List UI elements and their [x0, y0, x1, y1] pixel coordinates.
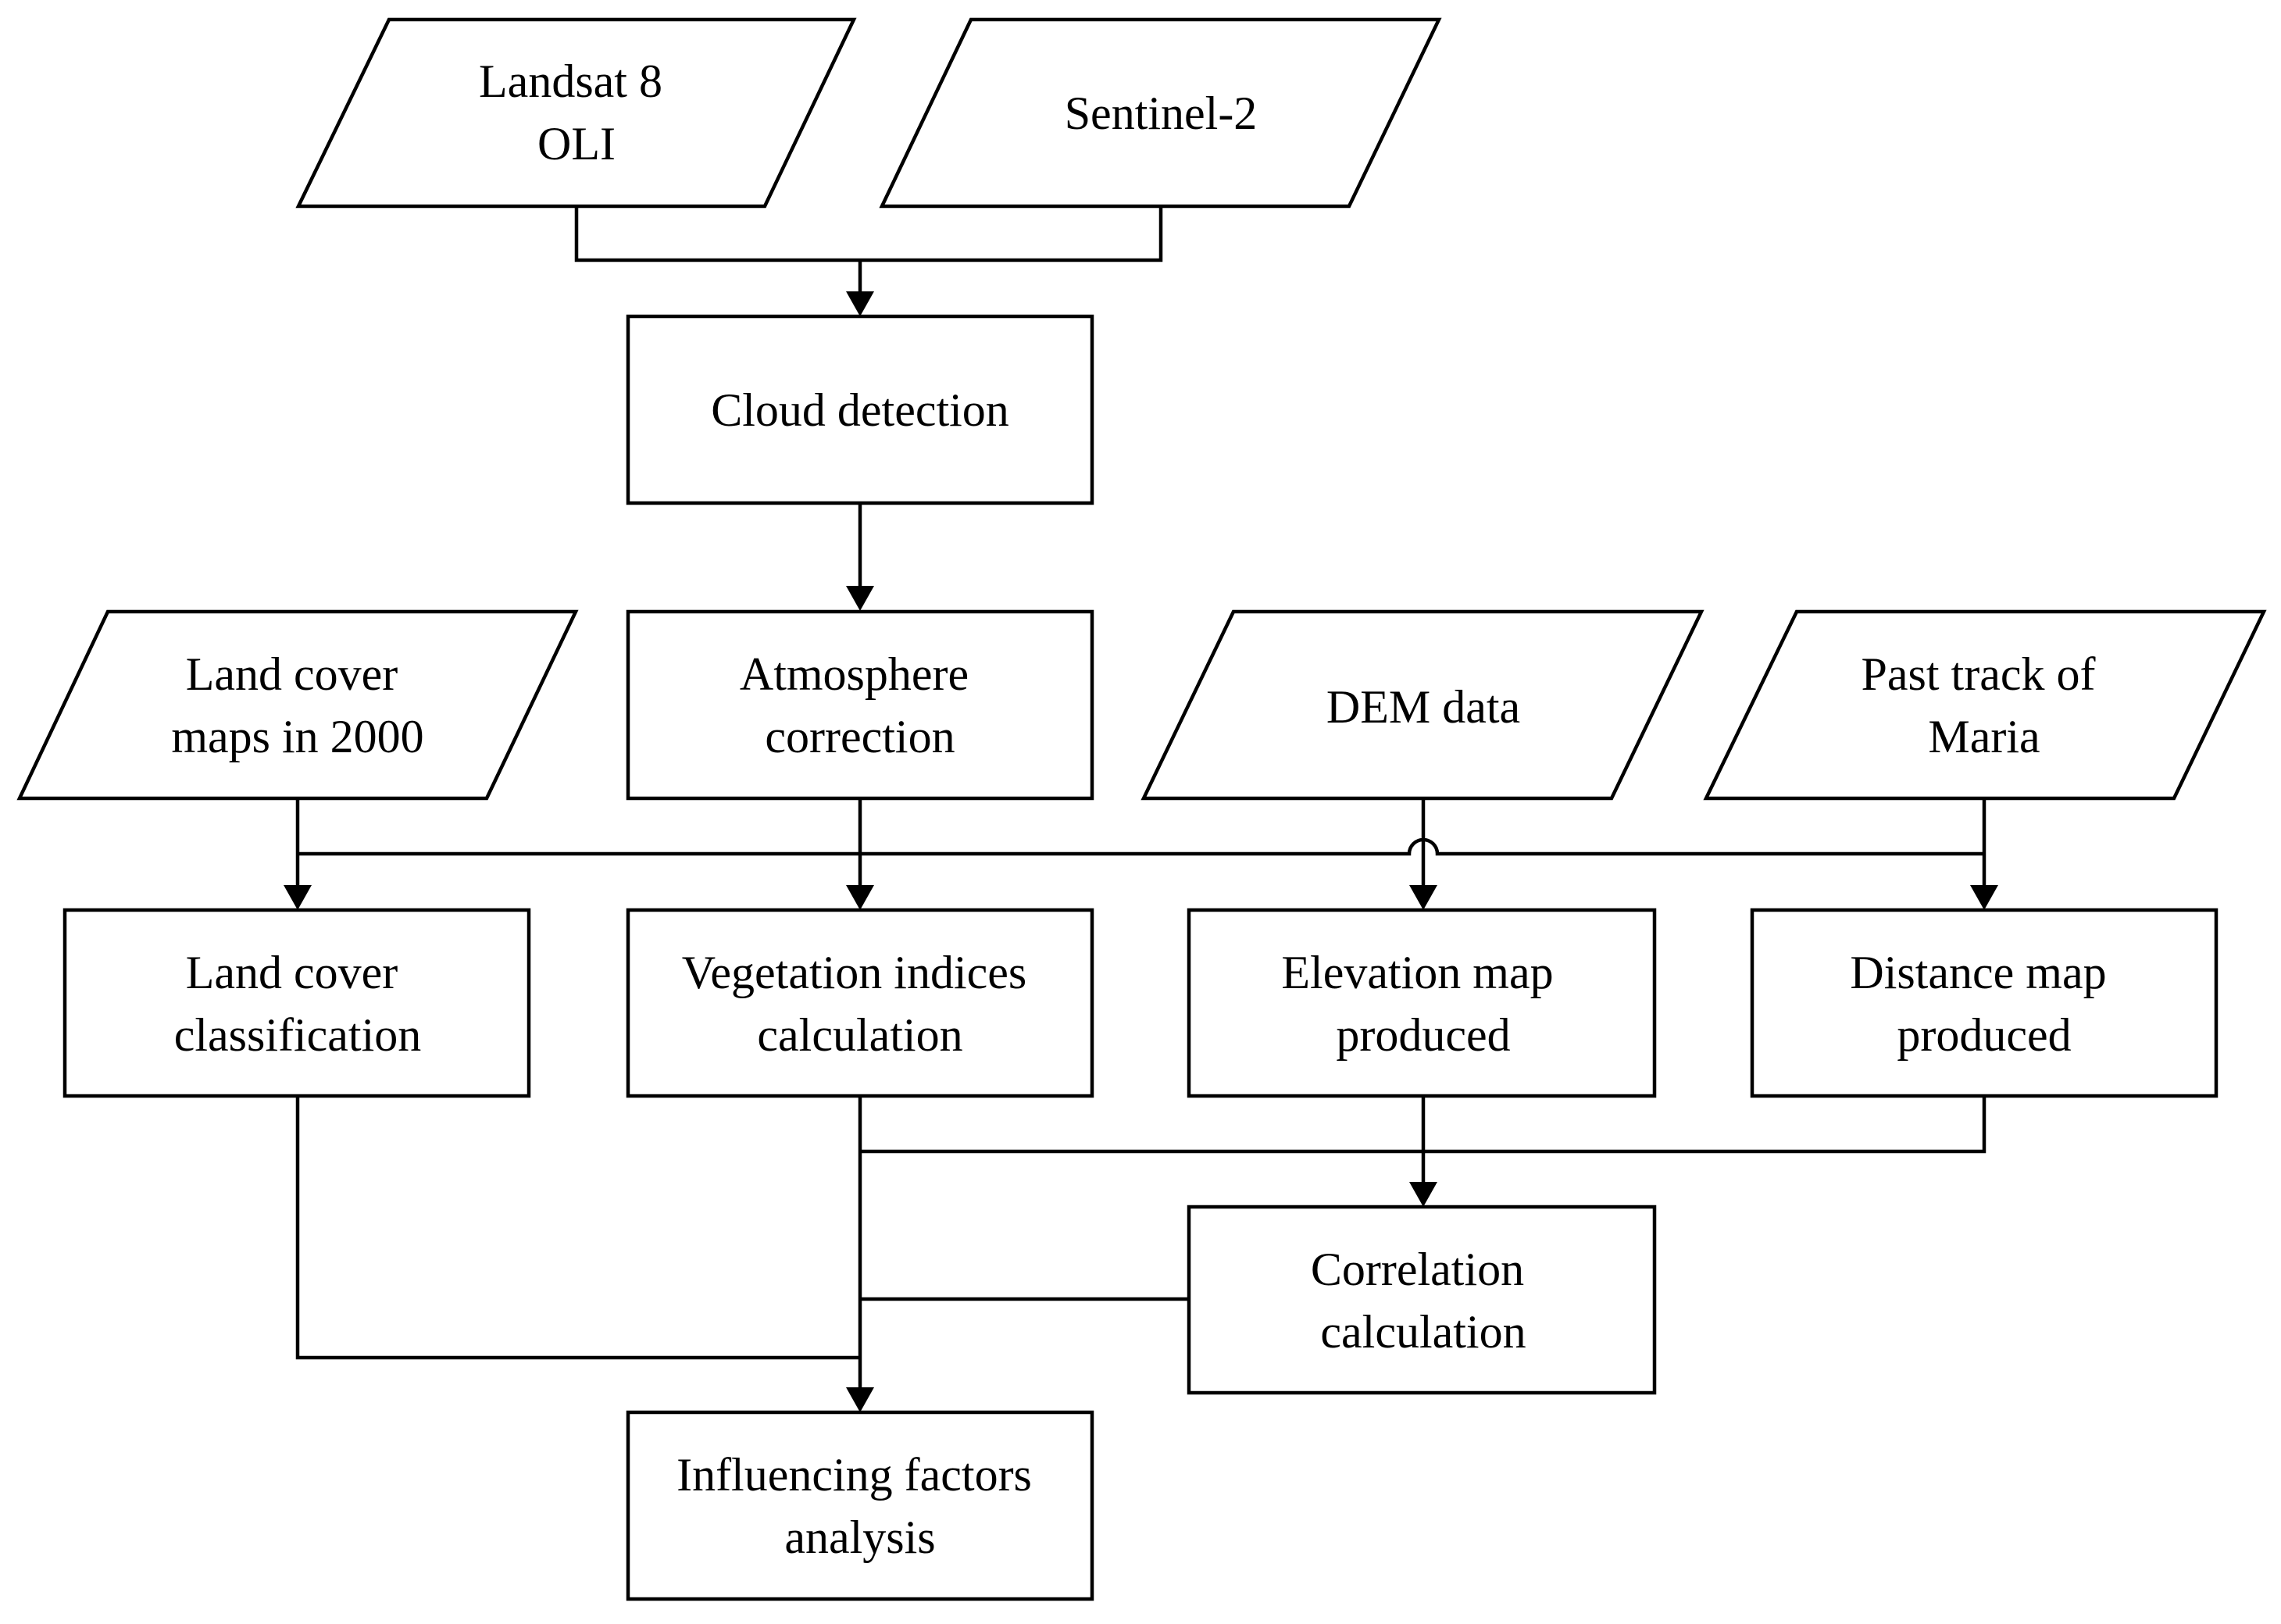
edge-track-horizontal-bus	[298, 837, 1984, 856]
arrow-into-cloud	[846, 291, 874, 316]
svg-text:Cloud detection: Cloud detection	[711, 384, 1009, 436]
node-text-line: Cloud detection	[711, 384, 1009, 436]
node-atmosphere-correction: Atmosphere correction	[626, 609, 1094, 801]
svg-text:Land cover classificatio: Land cover classification	[174, 947, 422, 1061]
svg-text:DEM data: DEM data	[1326, 681, 1520, 733]
arrow-into-atmosphere	[846, 586, 874, 611]
rectangle-shape	[1750, 908, 2219, 1098]
node-text-line: DEM data	[1326, 681, 1520, 733]
parallelogram-shape	[16, 609, 579, 801]
node-past-track-of-maria: Past track of Maria	[1703, 609, 2267, 801]
svg-text:Vegetation indices calcu: Vegetation indices calculation	[682, 947, 1039, 1061]
node-text-line: Elevation map	[1281, 947, 1553, 998]
rectangle-shape	[626, 314, 1094, 505]
node-text-line: calculation	[1320, 1306, 1526, 1358]
node-text-line: Sentinel-2	[1065, 87, 1258, 139]
node-influencing-factors-analysis: Influencing factors analysis	[626, 1410, 1094, 1601]
parallelogram-shape	[295, 17, 857, 209]
node-land-cover-maps: Land cover maps in 2000	[16, 609, 579, 801]
arrow-into-vegetation	[846, 885, 874, 910]
node-correlation-calculation: Correlation calculation	[1187, 1205, 1657, 1395]
node-landsat-8-oli: Landsat 8 OLI	[295, 17, 857, 209]
svg-text:Past track of Maria: Past track of Maria	[1862, 648, 2108, 762]
arrow-into-influencing	[846, 1387, 874, 1412]
node-sentinel-2: Sentinel-2	[879, 17, 1442, 209]
rectangle-shape	[626, 1410, 1094, 1601]
parallelogram-shape	[1140, 609, 1705, 801]
node-dem-data: DEM data	[1140, 609, 1705, 801]
rectangle-shape	[1187, 908, 1657, 1098]
rectangle-shape	[626, 609, 1094, 801]
node-cloud-detection: Cloud detection	[626, 314, 1094, 505]
node-text-line: OLI	[537, 118, 616, 170]
edge-landsat-sentinel-to-cloud	[574, 206, 1163, 262]
parallelogram-shape	[1703, 609, 2267, 801]
arrow-into-elevation	[1409, 885, 1437, 910]
node-text-line: calculation	[757, 1009, 962, 1061]
connectors	[284, 206, 1998, 1412]
node-vegetation-indices-calculation: Vegetation indices calculation	[626, 908, 1094, 1098]
node-land-cover-classification: Land cover classification	[62, 908, 531, 1098]
node-elevation-map-produced: Elevation map produced	[1187, 908, 1657, 1098]
node-text-line: Correlation	[1311, 1244, 1524, 1295]
arrow-into-correlation	[1409, 1182, 1437, 1207]
svg-text:Influencing factors anal: Influencing factors analysis	[676, 1449, 1044, 1563]
rectangle-shape	[1187, 1205, 1657, 1395]
node-text-line: Vegetation indices	[682, 947, 1027, 998]
node-text-line: produced	[1336, 1009, 1510, 1061]
arrow-into-distance	[1970, 885, 1998, 910]
svg-text:Sentinel-2: Sentinel-2	[1065, 87, 1258, 139]
svg-text:Land cover maps in 2000: Land cover maps in 2000	[171, 648, 423, 762]
parallelogram-shape	[879, 17, 1442, 209]
node-text-line: classification	[174, 1009, 422, 1061]
node-text-line: Land cover	[186, 947, 398, 998]
edge-landcover-class-to-influencing	[295, 1096, 860, 1360]
svg-text:Elevation map produced: Elevation map produced	[1281, 947, 1565, 1061]
svg-text:Landsat 8 OLI: Landsat 8 OLI	[479, 55, 674, 170]
svg-text:Atmosphere correction: Atmosphere correction	[740, 648, 980, 762]
node-distance-map-produced: Distance map produced	[1750, 908, 2219, 1098]
node-text-line: Distance map	[1850, 947, 2106, 998]
node-text-line: Influencing factors	[676, 1449, 1032, 1501]
node-text-line: Land cover	[186, 648, 398, 700]
edge-distance-to-bus	[860, 1096, 1987, 1154]
node-text-line: maps in 2000	[171, 711, 423, 762]
node-text-line: correction	[765, 711, 955, 762]
node-text-line: Past track of	[1862, 648, 2096, 700]
node-text-line: analysis	[784, 1512, 935, 1563]
rectangle-shape	[626, 908, 1094, 1098]
svg-text:Correlation calculation: Correlation calculation	[1311, 1244, 1536, 1358]
arrow-into-landcover-classification	[284, 885, 312, 910]
node-text-line: produced	[1897, 1009, 2071, 1061]
svg-text:Distance map produced: Distance map produced	[1850, 947, 2118, 1061]
node-text-line: Maria	[1928, 711, 2040, 762]
node-text-line: Landsat 8	[479, 55, 662, 107]
rectangle-shape	[62, 908, 531, 1098]
node-text-line: Atmosphere	[740, 648, 969, 700]
